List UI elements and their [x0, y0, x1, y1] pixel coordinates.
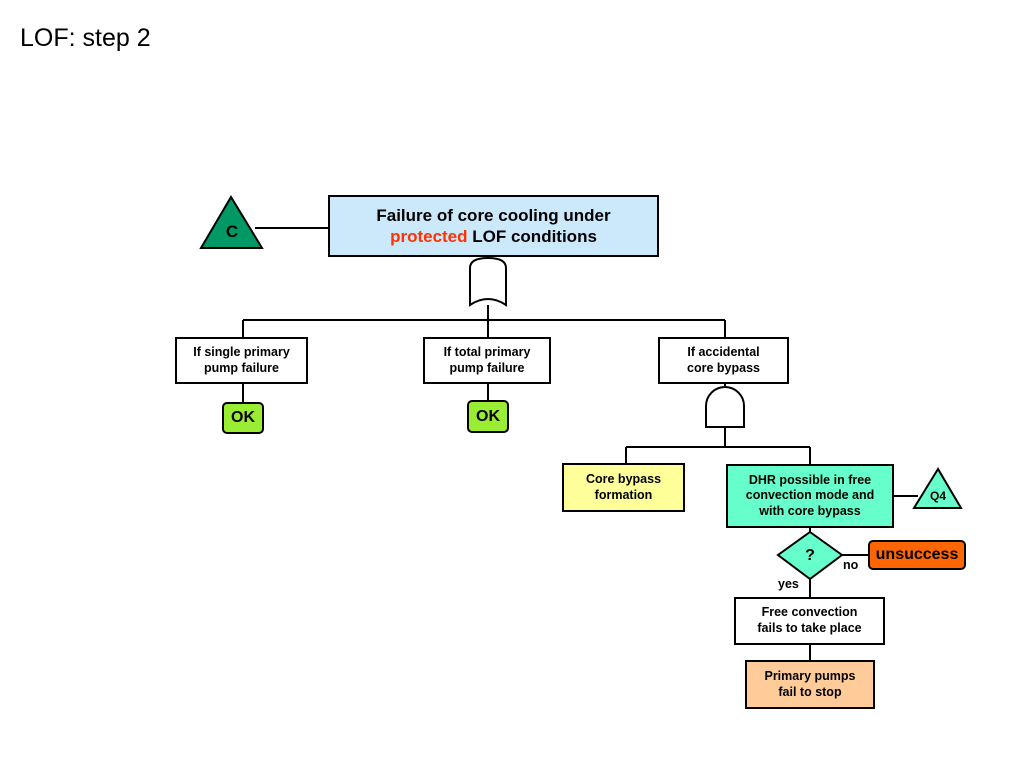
- bypass-line2: core bypass: [687, 360, 760, 375]
- total-line1: If total primary: [443, 344, 531, 359]
- free-convection-box: Free convection fails to take place: [734, 597, 885, 645]
- ok-result-total: OK: [467, 400, 509, 433]
- and-gate: [705, 386, 745, 428]
- slide-title: LOF: step 2: [20, 24, 151, 52]
- transfer-triangle-q4: [912, 467, 963, 509]
- core-bypass-formation-box: Core bypass formation: [562, 463, 685, 512]
- primary-pumps-box: Primary pumps fail to stop: [745, 660, 875, 709]
- decision-no-label: no: [843, 558, 859, 572]
- decision-diamond: [776, 530, 844, 581]
- unsuccess-box: unsuccess: [868, 540, 966, 570]
- transfer-in-triangle-c: [199, 195, 264, 249]
- top-event-highlight: protected: [390, 227, 468, 246]
- single-line1: If single primary: [193, 344, 290, 359]
- top-event-line2: protected LOF conditions: [390, 226, 597, 247]
- decision-yes-label: yes: [778, 577, 799, 591]
- decision-label: ?: [805, 547, 815, 564]
- core-bypass-line2: formation: [594, 487, 653, 502]
- ok-result-single: OK: [222, 402, 264, 434]
- top-event-line2-rest: LOF conditions: [467, 227, 597, 246]
- total-line2: pump failure: [449, 360, 525, 375]
- free-conv-line2: fails to take place: [757, 621, 862, 635]
- transfer-in-label: C: [226, 222, 238, 241]
- or-gate: [469, 256, 507, 307]
- free-conv-line1: Free convection: [761, 605, 858, 620]
- dhr-line2: convection mode and: [745, 488, 875, 503]
- accidental-bypass-box: If accidental core bypass: [658, 337, 789, 384]
- top-event-line1: Failure of core cooling under: [376, 205, 611, 225]
- single-pump-failure-box: If single primary pump failure: [175, 337, 308, 384]
- dhr-possible-box: DHR possible in free convection mode and…: [726, 464, 894, 528]
- transfer-q4-label: Q4: [930, 489, 946, 503]
- bypass-line1: If accidental: [687, 344, 760, 359]
- dhr-line3: with core bypass: [759, 503, 861, 518]
- pumps-line1: Primary pumps: [764, 668, 856, 683]
- pumps-line2: fail to stop: [778, 684, 842, 699]
- total-pump-failure-box: If total primary pump failure: [423, 337, 551, 384]
- top-event-box: Failure of core cooling under protected …: [328, 195, 659, 257]
- core-bypass-line1: Core bypass: [585, 471, 662, 486]
- dhr-line1: DHR possible in free: [748, 472, 872, 487]
- single-line2: pump failure: [203, 360, 279, 375]
